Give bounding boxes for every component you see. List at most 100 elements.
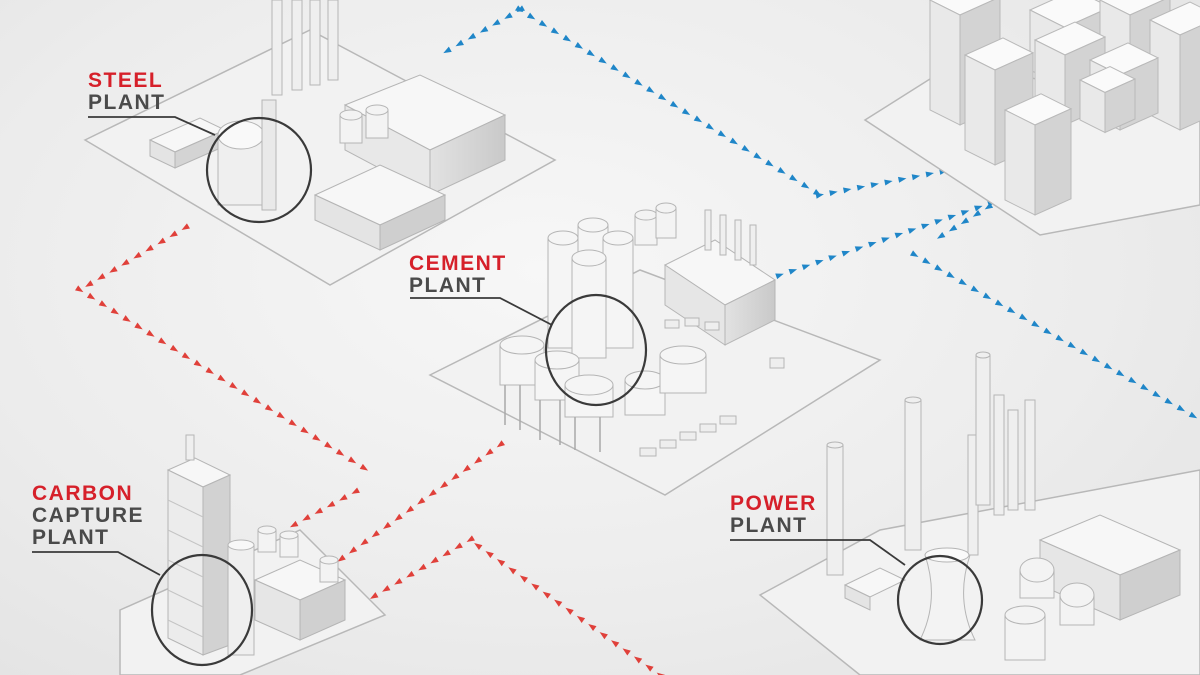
energy-flow-arrow <box>658 94 668 103</box>
energy-flow-arrow <box>995 299 1005 308</box>
energy-flow-arrow <box>1068 342 1078 351</box>
energy-flow-arrow <box>922 257 932 266</box>
carbon-label-line1: CARBON <box>32 483 144 505</box>
co2-flow-arrow <box>265 404 275 413</box>
city-building <box>965 55 995 165</box>
energy-flow-arrow <box>1019 313 1029 322</box>
energy-flow-arrow <box>1092 356 1102 365</box>
co2-flow-arrow <box>450 473 460 483</box>
energy-flow-arrow <box>912 173 921 180</box>
energy-flow-arrow <box>828 253 838 261</box>
co2-flow-arrow <box>530 581 540 591</box>
co2-flow-arrow <box>552 597 562 607</box>
energy-flow-arrow <box>898 175 907 182</box>
energy-flow-arrow <box>974 203 984 211</box>
steel-plant-label: STEEL PLANT <box>88 70 166 114</box>
co2-flow-arrow <box>144 245 154 254</box>
co2-flow-arrow <box>441 550 451 559</box>
co2-flow-arrow <box>381 522 391 532</box>
energy-flow-arrow <box>646 86 656 95</box>
co2-flow-arrow <box>415 497 425 507</box>
energy-flow-arrow <box>857 183 866 190</box>
energy-flow-arrow <box>1152 391 1162 400</box>
co2-flow-arrow <box>350 487 360 496</box>
co2-flow-arrow <box>484 549 494 559</box>
energy-flow-arrow <box>789 174 799 183</box>
co2-flow-arrow <box>182 352 192 361</box>
co2-flow-arrow <box>206 367 216 376</box>
energy-flow-arrow <box>961 208 971 216</box>
co2-flow-arrow <box>598 630 608 640</box>
co2-flow-arrow <box>277 412 287 421</box>
energy-flow-arrow <box>610 64 620 73</box>
carbon-label-line3: PLANT <box>32 527 144 549</box>
energy-flow-arrow <box>908 226 918 234</box>
energy-flow-arrow <box>1043 328 1053 337</box>
co2-flow-arrow <box>87 293 97 302</box>
energy-flow-arrow <box>775 271 785 279</box>
carbon-leader <box>32 552 160 575</box>
co2-flow-arrow <box>146 330 156 339</box>
energy-flow-arrow <box>1104 363 1114 372</box>
co2-flow-arrow <box>360 464 370 473</box>
energy-flow-arrow <box>718 130 728 139</box>
co2-flow-arrow <box>168 230 178 239</box>
energy-flow-arrow <box>777 167 787 176</box>
co2-flow-arrow <box>495 557 505 567</box>
energy-flow-arrow <box>881 235 891 243</box>
energy-flow-arrow <box>829 189 838 196</box>
co2-flow-arrow <box>405 571 415 580</box>
city-building <box>1035 109 1071 215</box>
energy-flow-arrow <box>478 26 488 35</box>
energy-flow-arrow <box>587 49 597 58</box>
co2-flow-arrow <box>180 223 190 232</box>
energy-flow-arrow <box>855 244 865 252</box>
energy-flow-arrow <box>491 19 501 28</box>
energy-flow-arrow <box>959 217 969 226</box>
energy-flow-arrow <box>563 35 573 44</box>
energy-flow-arrow <box>753 152 763 161</box>
co2-flow-arrow <box>370 530 380 540</box>
energy-flow-arrow <box>910 250 920 259</box>
city-building <box>1180 17 1200 130</box>
co2-flow-arrow <box>621 646 631 656</box>
co2-flow-arrow <box>429 557 439 566</box>
co2-flow-arrow <box>404 506 414 516</box>
co2-flow-arrow <box>575 613 585 623</box>
energy-flow-arrow <box>801 182 811 191</box>
co2-flow-arrow <box>393 514 403 524</box>
energy-flow-arrow <box>1177 405 1187 414</box>
energy-flow-arrow <box>884 178 893 185</box>
energy-flow-arrow <box>503 12 513 21</box>
energy-flow-arrow <box>634 79 644 88</box>
co2-flow-arrow <box>301 514 311 523</box>
co2-flow-arrow <box>507 565 517 575</box>
steel-label-line2: PLANT <box>88 92 166 114</box>
co2-flow-arrow <box>381 585 391 594</box>
co2-flow-arrow <box>325 501 335 510</box>
energy-flow-arrow <box>983 292 993 301</box>
co2-flow-arrow <box>313 507 323 516</box>
co2-flow-arrow <box>96 273 106 282</box>
energy-flow-arrow <box>741 145 751 154</box>
energy-flow-arrow <box>622 71 632 80</box>
energy-flow-arrow <box>1128 377 1138 386</box>
energy-flow-arrow <box>789 266 799 274</box>
co2-flow-arrow <box>194 360 204 369</box>
co2-flow-arrow <box>122 315 132 324</box>
carbon-label-line2: CAPTURE <box>32 505 144 527</box>
co2-flow-arrow <box>609 638 619 648</box>
co2-flow-arrow <box>541 589 551 599</box>
energy-flow-arrow <box>442 47 452 56</box>
co2-flow-arrow <box>253 397 263 406</box>
energy-flow-arrow <box>1164 398 1174 407</box>
energy-flow-arrow <box>539 20 549 29</box>
co2-flow-arrow <box>465 535 475 544</box>
energy-flow-arrow <box>948 212 958 220</box>
co2-flow-arrow <box>111 308 121 317</box>
energy-flow-arrow <box>454 40 464 49</box>
energy-flow-arrow <box>1140 384 1150 393</box>
co2-flow-arrow <box>132 252 142 261</box>
